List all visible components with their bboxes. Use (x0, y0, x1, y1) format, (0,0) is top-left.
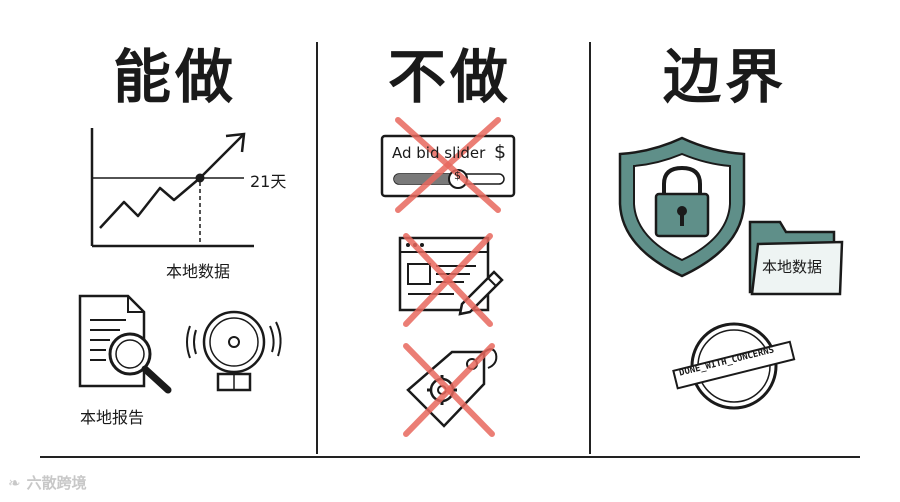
watermark-logo-icon: ❧ (8, 473, 21, 492)
slider-label: Ad bid slider (392, 144, 486, 162)
folder-label: 本地数据 (762, 258, 823, 276)
chart-x-label: 本地数据 (166, 262, 231, 281)
column-divider-2 (589, 42, 591, 454)
column-divider-1 (316, 42, 318, 454)
slider-currency: $ (494, 141, 507, 163)
baseline (40, 456, 860, 458)
column-title-not-do: 不做 (387, 43, 512, 111)
alarm-bell-icon (186, 310, 282, 392)
magnifier-document-icon (78, 294, 172, 394)
slider-knob-symbol: $ (454, 169, 461, 182)
watermark-text: 六散跨境 (26, 474, 87, 492)
column-title-boundary: 边界 (662, 43, 787, 111)
column-title-can-do: 能做 (112, 43, 237, 111)
chart-day-label: 21天 (250, 172, 287, 191)
browser-edit-icon (398, 233, 504, 327)
stamp-icon (672, 322, 796, 410)
watermark: ❧ 六散跨境 (8, 472, 87, 493)
price-tag-gear-icon (403, 343, 498, 437)
lock-shield-icon (618, 136, 746, 278)
trend-chart-icon (90, 128, 254, 248)
ad-slider-icon (380, 117, 516, 213)
folder-icon (748, 220, 844, 296)
report-label: 本地报告 (80, 408, 145, 427)
